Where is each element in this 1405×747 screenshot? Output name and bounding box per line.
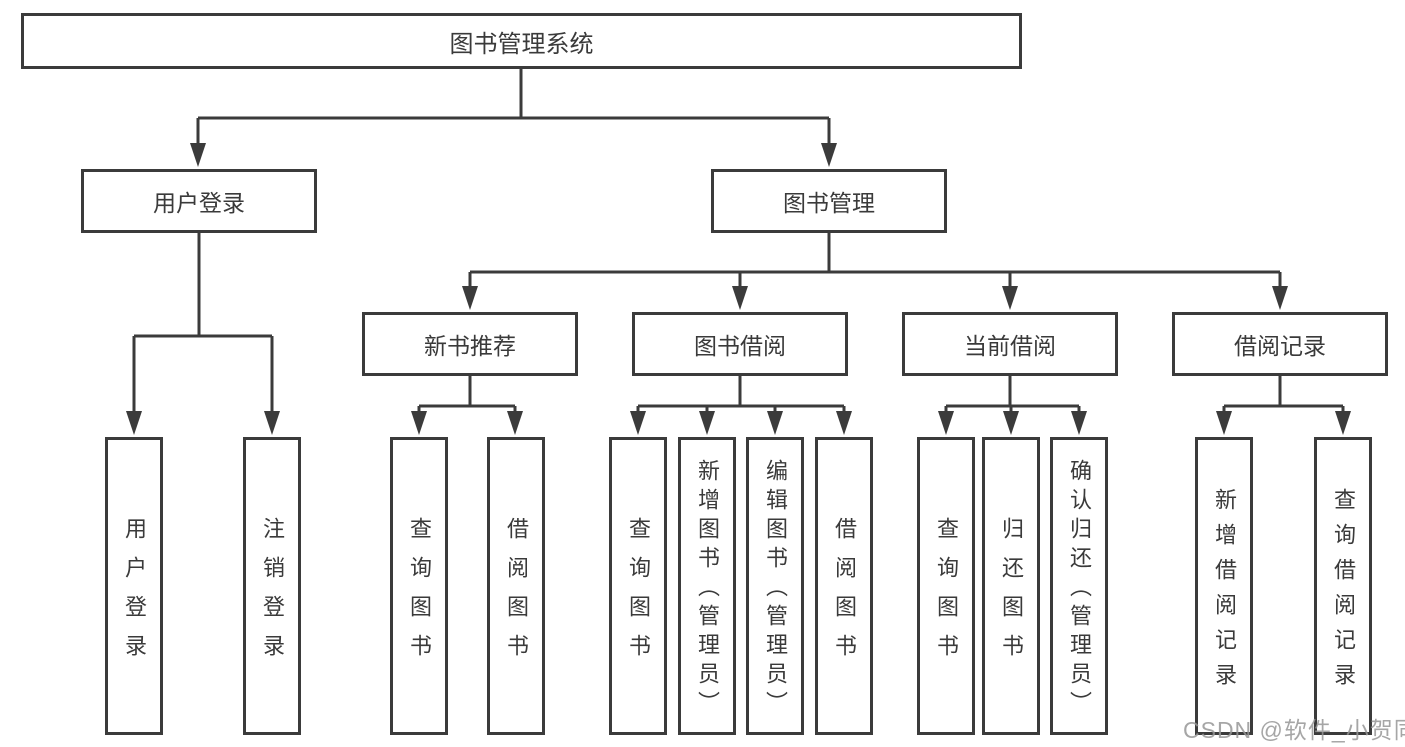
node-current-borrowing: 当前借阅 (902, 312, 1118, 376)
node-label: 图书管理系统 (449, 30, 594, 58)
leaf-user-login: 用户登录 (105, 437, 163, 735)
arrowheads (126, 143, 1351, 435)
leaf-borrow-books-recommend: 借阅图书 (487, 437, 545, 735)
node-label: 借阅图书 (504, 516, 529, 673)
node-label: 用户登录 (122, 516, 147, 673)
node-book-borrowing: 图书借阅 (632, 312, 848, 376)
leaf-query-books-recommend: 查询图书 (390, 437, 448, 735)
node-new-book-recommendation: 新书推荐 (362, 312, 578, 376)
node-label: 注销登录 (260, 516, 285, 673)
node-label: 归还图书 (999, 516, 1024, 673)
node-label: 确认归还（管理员） (1067, 459, 1092, 720)
leaf-borrow-books-borrowing: 借阅图书 (815, 437, 873, 735)
node-user-login: 用户登录 (81, 169, 317, 233)
node-label: 新书推荐 (424, 333, 516, 359)
node-label: 编辑图书（管理员） (763, 459, 788, 720)
node-label: 当前借阅 (964, 333, 1056, 359)
leaf-query-borrow-record: 查询借阅记录 (1314, 437, 1372, 735)
node-label: 图书借阅 (694, 333, 786, 359)
leaf-query-books-borrowing: 查询图书 (609, 437, 667, 735)
node-label: 借阅图书 (832, 516, 857, 673)
node-label: 查询图书 (407, 516, 432, 673)
leaf-edit-books-admin: 编辑图书（管理员） (746, 437, 804, 735)
leaf-query-books-current: 查询图书 (917, 437, 975, 735)
node-label: 用户登录 (153, 190, 245, 216)
node-library-management-system: 图书管理系统 (21, 13, 1022, 69)
node-label: 图书管理 (783, 190, 875, 216)
csdn-watermark: CSDN @软件_小贺同学 (1183, 717, 1405, 743)
leaf-confirm-return-admin: 确认归还（管理员） (1050, 437, 1108, 735)
node-label: 查询图书 (934, 516, 959, 673)
leaf-add-books-admin: 新增图书（管理员） (678, 437, 736, 735)
leaf-return-books: 归还图书 (982, 437, 1040, 735)
node-label: 查询借阅记录 (1331, 487, 1356, 698)
node-book-management: 图书管理 (711, 169, 947, 233)
node-borrowing-records: 借阅记录 (1172, 312, 1388, 376)
node-label: 借阅记录 (1234, 333, 1326, 359)
node-label: 查询图书 (626, 516, 651, 673)
leaf-logout: 注销登录 (243, 437, 301, 735)
node-label: 新增图书（管理员） (695, 459, 720, 720)
node-label: 新增借阅记录 (1212, 487, 1237, 698)
leaf-add-borrow-record: 新增借阅记录 (1195, 437, 1253, 735)
